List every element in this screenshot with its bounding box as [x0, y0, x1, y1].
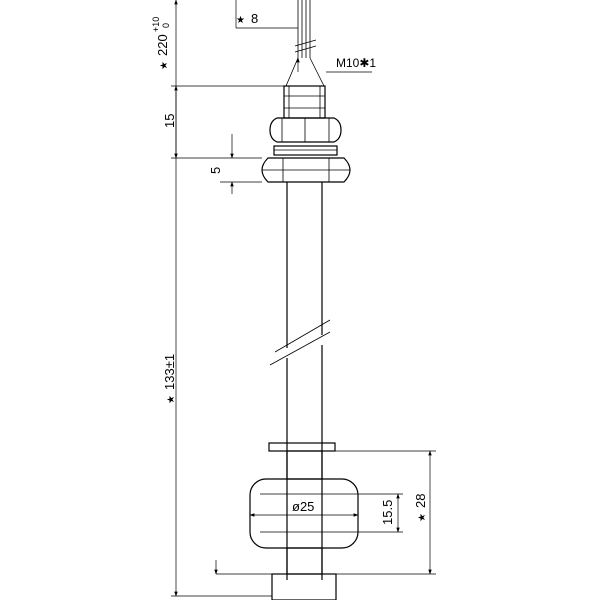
dimension-lines — [171, 0, 436, 597]
flange-value: 5 — [208, 167, 223, 174]
float-travel-star: ★ — [417, 513, 428, 522]
nut-height-value: 15 — [162, 114, 177, 128]
float-diameter-value: ø25 — [292, 499, 314, 514]
lead-length-tol-upper: +10 — [151, 17, 161, 32]
lead-wires — [285, 0, 325, 87]
lead-stub-star: ★ — [236, 15, 245, 26]
stem — [269, 182, 331, 580]
float-travel-dimension: ★ 28 — [413, 494, 428, 522]
stem-length-star: ★ — [166, 395, 177, 404]
stem-length-value: 133±1 — [162, 354, 177, 390]
lead-length-tol-lower: 0 — [161, 23, 171, 28]
lead-length-star: ★ — [159, 61, 170, 70]
mounting-head — [261, 85, 351, 183]
lead-length-value: 220 — [155, 34, 170, 56]
thread-spec: M10✱1 — [336, 56, 376, 70]
stem-length-dimension: ★ 133±1 — [162, 354, 177, 404]
float-travel-value: 28 — [413, 494, 428, 508]
float-assembly — [249, 442, 359, 600]
float-height-value: 15.5 — [380, 500, 395, 525]
lead-length-dimension: ★ 220 +10 0 — [151, 17, 171, 70]
lead-stub-value: 8 — [251, 11, 258, 26]
